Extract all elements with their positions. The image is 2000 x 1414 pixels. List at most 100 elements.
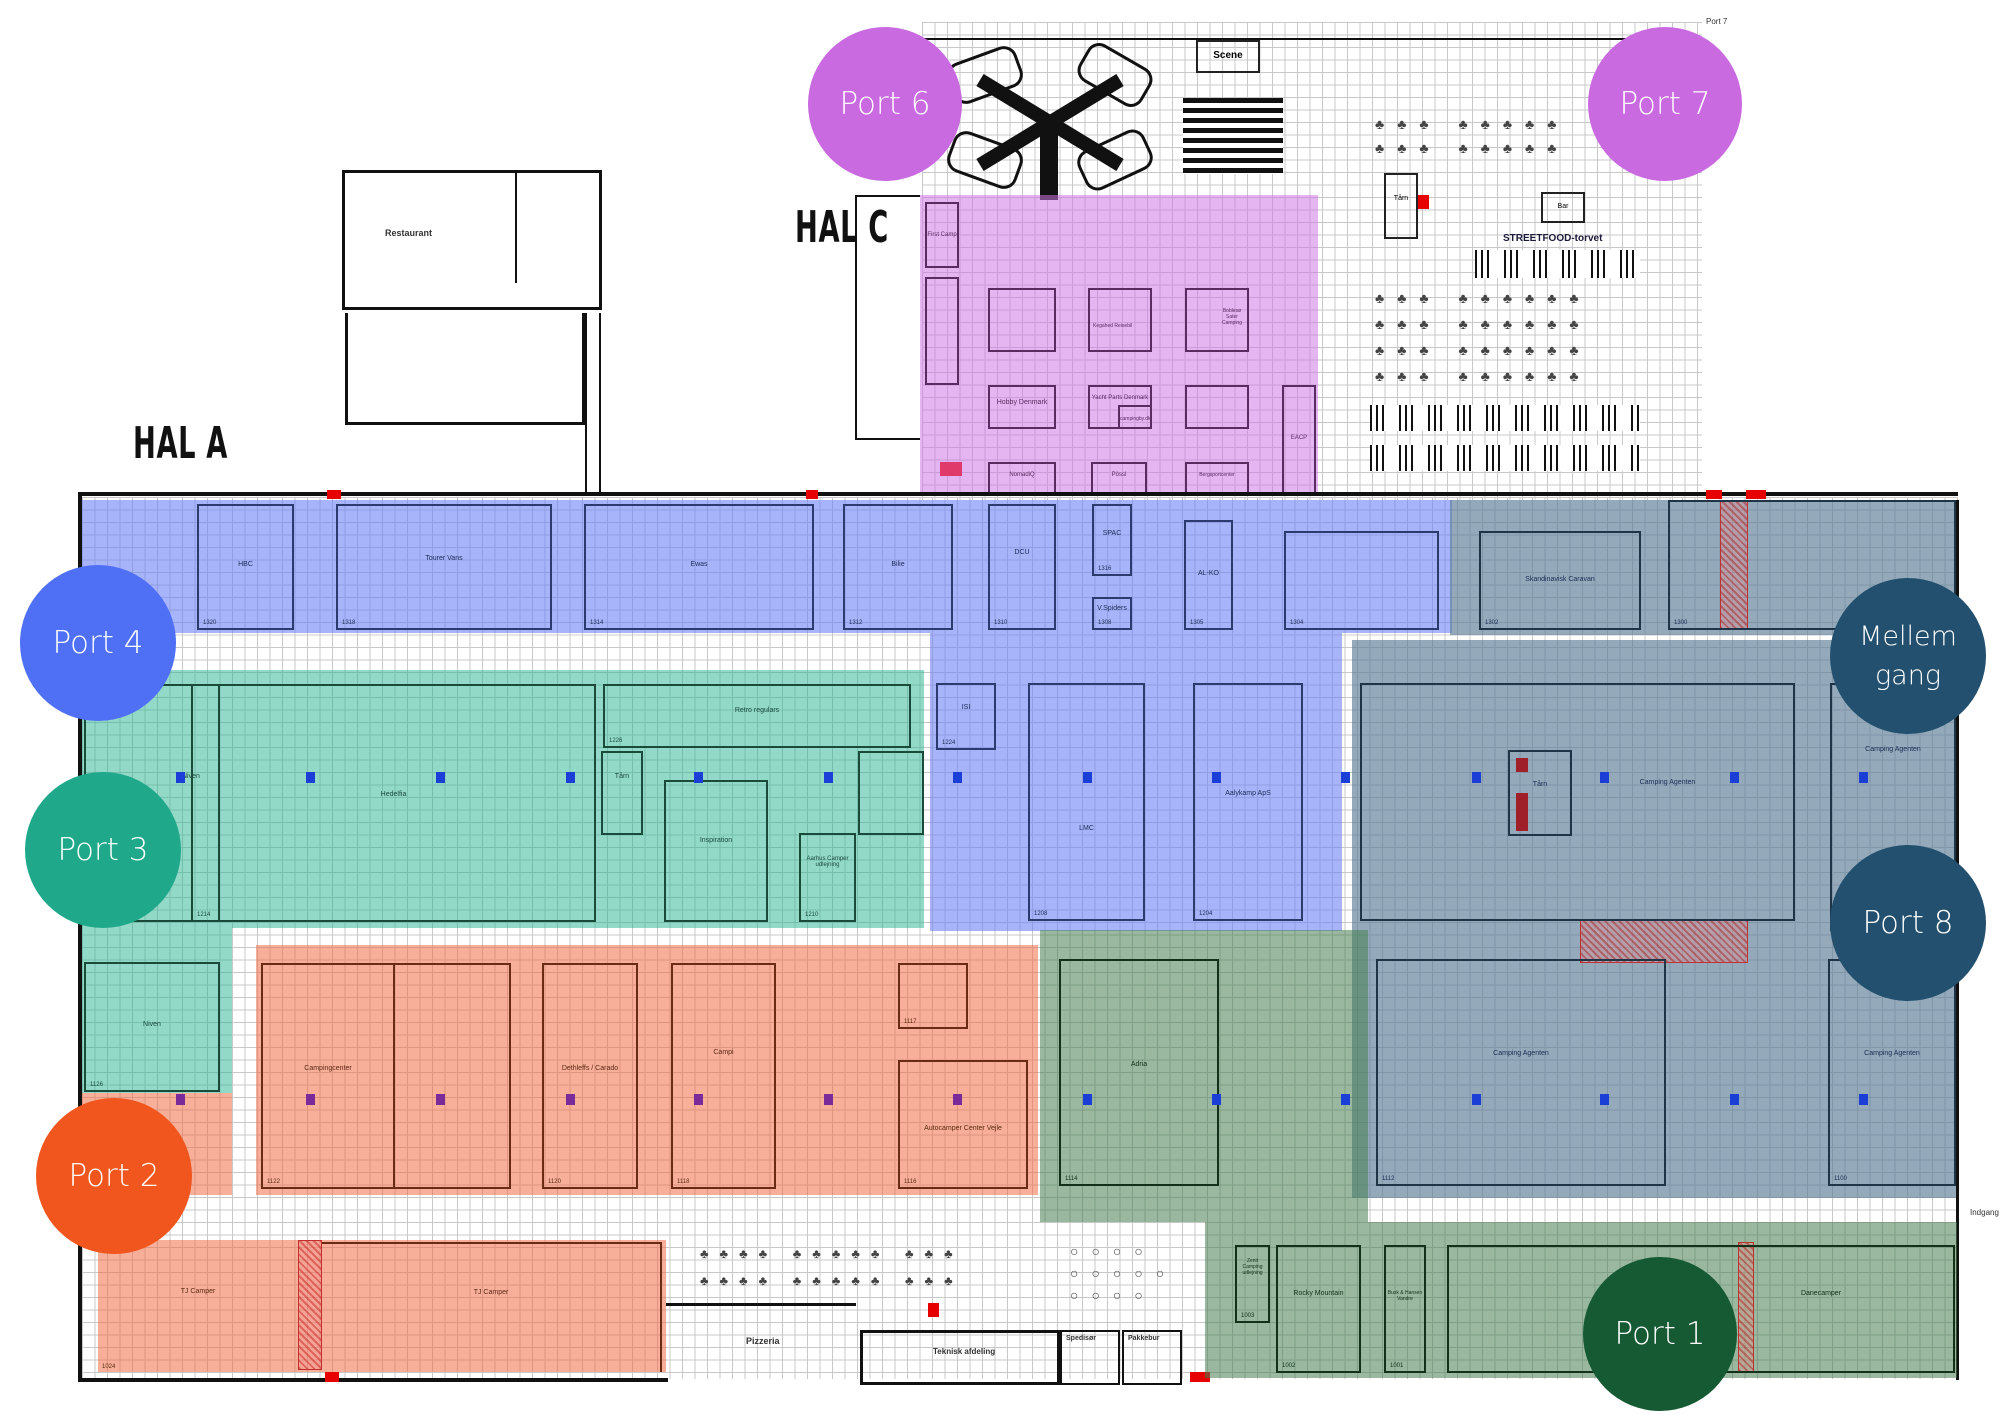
hal-c-west-room — [855, 195, 920, 440]
power-marker — [1472, 1094, 1481, 1105]
booth-hal-c-grid-1[interactable] — [988, 288, 1056, 352]
booth-first-camp[interactable]: First Camp — [925, 202, 959, 268]
port-8-badge[interactable]: Port 8 — [1830, 845, 1986, 1001]
port-6-badge[interactable]: Port 6 — [808, 27, 962, 181]
zone-green-middle — [1040, 930, 1368, 1222]
restaurant-corridor — [585, 313, 601, 493]
door-marker — [327, 490, 341, 499]
taarn-streetfood: Tårn — [1384, 173, 1418, 239]
streetfood-tables-top: ♣♣♣ ♣♣♣♣♣♣♣♣ ♣♣♣♣♣ — [1375, 116, 1570, 156]
booth-camping-agenten-main[interactable]: Camping Agenten — [1360, 683, 1795, 921]
power-marker-purple — [953, 1094, 962, 1105]
booth-hal-c-tall[interactable] — [925, 277, 959, 385]
booth-taarn-right[interactable] — [858, 751, 924, 835]
zone-orange-bottom — [98, 1240, 666, 1372]
booth-tj-camper-2[interactable]: TJ Camper — [322, 1242, 662, 1372]
booth-taarn-left[interactable]: Tårn — [601, 751, 643, 835]
spedisor-label: Spedisør — [1066, 1335, 1096, 1342]
booth-poessl[interactable]: Pössl — [1091, 462, 1147, 494]
power-marker — [1859, 772, 1868, 783]
bar-box: Bar — [1541, 192, 1585, 223]
booth-inspiration[interactable]: Inspiration — [664, 780, 768, 922]
booth-hal-c-blank[interactable] — [1185, 385, 1249, 429]
hal-a-label: HAL A — [133, 418, 229, 469]
port-4-badge[interactable]: Port 4 — [20, 565, 176, 721]
power-marker-purple — [824, 1094, 833, 1105]
port-7-badge[interactable]: Port 7 — [1588, 27, 1742, 181]
power-marker — [1341, 1094, 1350, 1105]
hal-c-red-marker — [940, 462, 962, 476]
booth-bergsportcenter[interactable]: Bergsportcenter — [1185, 462, 1249, 494]
booth-hobby-denmark[interactable]: Hobby Denmark — [988, 385, 1056, 429]
hal-c-wall-top — [922, 38, 1702, 40]
door-marker — [325, 1372, 339, 1382]
booth-boblesoe[interactable]: Boblesø Sater Camping — [1185, 288, 1249, 352]
door-marker — [928, 1303, 939, 1317]
power-marker — [1212, 1094, 1221, 1105]
booth-taarn-slate[interactable]: Tårn — [1508, 750, 1572, 836]
port-3-badge[interactable]: Port 3 — [25, 772, 181, 928]
booth-campingcenter-wide[interactable] — [261, 963, 511, 1189]
scene-stage: Scene — [1196, 40, 1260, 73]
power-marker — [1600, 772, 1609, 783]
hatched-area — [298, 1240, 322, 1370]
car-display-x — [947, 43, 1153, 200]
restaurant-annex — [345, 313, 585, 425]
port-2-label: Port 2 — [68, 1157, 160, 1194]
zone-green-bottom — [1205, 1222, 1957, 1378]
teknisk-label: Teknisk afdeling — [933, 1347, 996, 1356]
hal-a-wall-top — [78, 492, 1958, 496]
streetfood-tables-mid: ♣♣♣ ♣♣♣♣♣♣♣♣♣ ♣♣♣♣♣♣♣♣♣ ♣♣♣♣♣♣♣♣♣ ♣♣♣♣♣♣ — [1375, 290, 1592, 384]
booth-eacp[interactable]: EACP — [1282, 385, 1316, 495]
power-marker-purple — [436, 1094, 445, 1105]
booth-hal-c-grid-2[interactable]: Kegahed Reisebil — [1088, 288, 1152, 352]
booth-campingby[interactable]: campingby.dk — [1118, 405, 1152, 429]
port-7-small-label: Port 7 — [1706, 17, 1728, 26]
port-7-label: Port 7 — [1619, 85, 1711, 122]
door-marker — [1746, 490, 1766, 499]
taarn-streetfood-label: Tårn — [1393, 195, 1409, 202]
pakkebur-label: Pakkebur — [1128, 1335, 1160, 1342]
zone-blue-middle — [930, 633, 1342, 931]
power-marker — [1083, 772, 1092, 783]
power-marker-purple — [566, 1094, 575, 1105]
hatched-area — [1580, 920, 1748, 963]
power-marker — [176, 772, 185, 783]
power-marker — [1730, 772, 1739, 783]
booth-1304[interactable]: 1304 — [1284, 531, 1439, 630]
port-2-badge[interactable]: Port 2 — [36, 1098, 192, 1254]
booth-1300[interactable]: 1300 — [1668, 500, 1956, 630]
booth-nomadiq[interactable]: NomadiQ — [988, 462, 1056, 494]
port-1-badge[interactable]: Port 1 — [1583, 1257, 1737, 1411]
booth-1117[interactable]: 1117 — [898, 963, 968, 1029]
pakkebur-room: Pakkebur — [1122, 1330, 1182, 1385]
power-marker — [953, 772, 962, 783]
